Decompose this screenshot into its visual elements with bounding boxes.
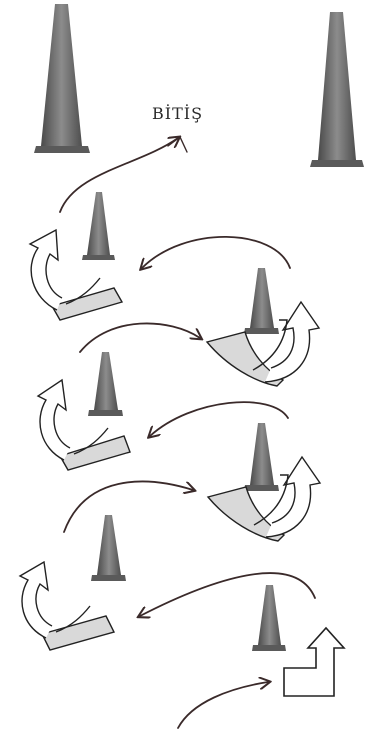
path-arc-start <box>178 682 268 728</box>
path-arc-5 <box>64 482 193 532</box>
start-turn-arrow <box>284 628 344 696</box>
small-cone-2 <box>244 268 279 334</box>
path-arc-3 <box>80 323 200 352</box>
small-cone-6 <box>252 585 286 651</box>
finish-label: BİTİŞ <box>152 104 203 123</box>
small-cone-4 <box>244 423 279 491</box>
large-cone-left <box>34 4 90 153</box>
turn-arrow-left-2 <box>38 380 130 470</box>
path-arc-4 <box>150 402 288 436</box>
large-cone-right <box>310 12 364 167</box>
path-arc-6 <box>140 573 315 616</box>
path-arc-2 <box>142 237 290 268</box>
small-cone-3 <box>88 352 123 416</box>
small-cone-1 <box>82 192 115 260</box>
small-cone-5 <box>91 515 126 581</box>
